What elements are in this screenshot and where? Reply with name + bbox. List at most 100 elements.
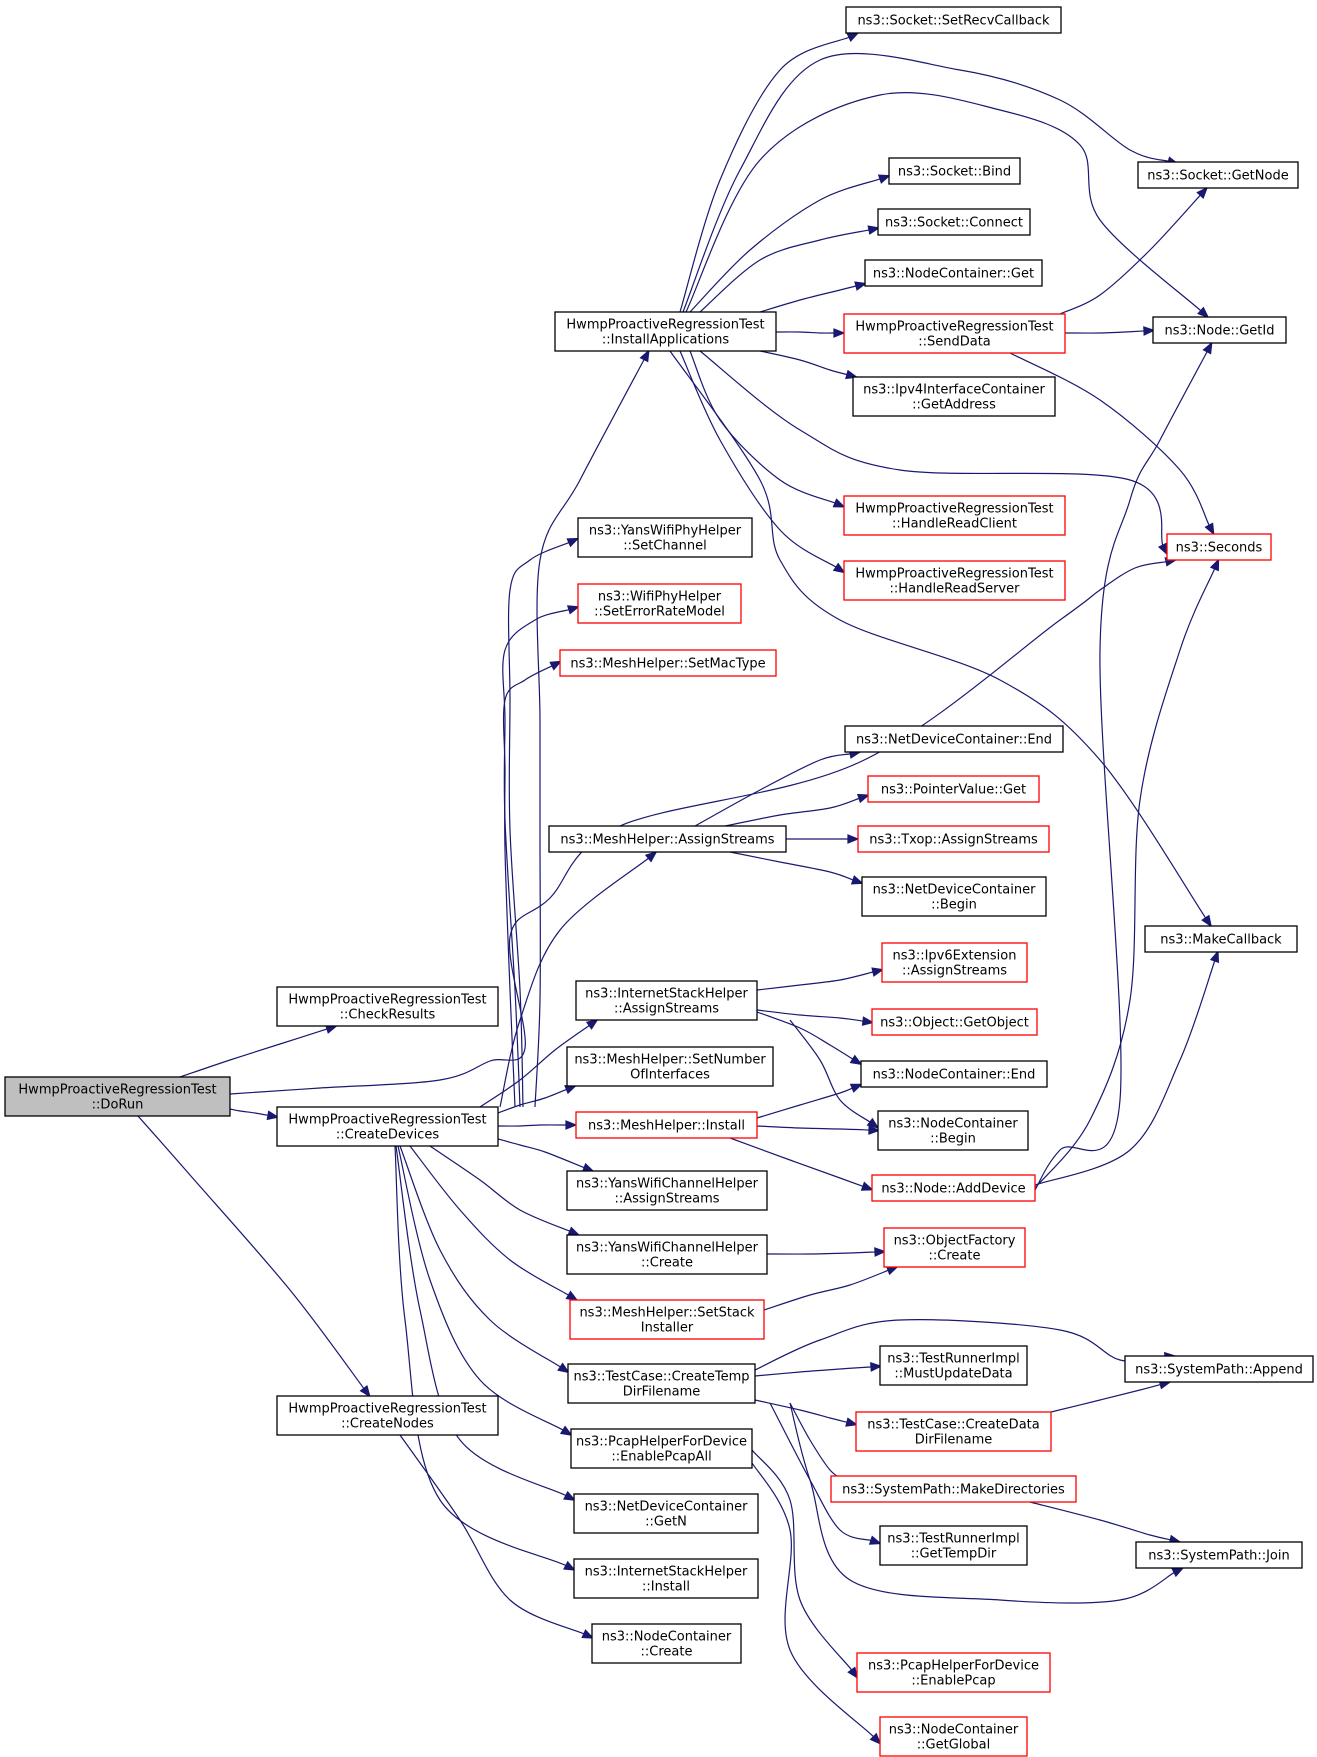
edge-line bbox=[679, 350, 838, 569]
edge-line bbox=[1064, 330, 1146, 334]
node-n14[interactable]: ns3::YansWifiChannelHelper::Create bbox=[566, 1234, 768, 1275]
node-n24[interactable]: ns3::Socket::Connect bbox=[877, 208, 1031, 236]
node-n30[interactable]: HwmpProactiveRegressionTest::HandleReadS… bbox=[843, 560, 1066, 601]
node-n1[interactable]: HwmpProactiveRegressionTest::CheckResult… bbox=[276, 986, 499, 1027]
edge-arrowhead bbox=[1202, 341, 1213, 355]
edge-line bbox=[766, 1251, 877, 1255]
edge-n2-n7 bbox=[502, 605, 581, 1108]
node-label: ns3::InternetStackHelper bbox=[585, 987, 748, 1002]
node-n23[interactable]: ns3::Socket::Bind bbox=[888, 157, 1021, 185]
node-label: ns3::YansWifiChannelHelper bbox=[576, 1177, 759, 1192]
node-n28[interactable]: ns3::Ipv4InterfaceContainer::GetAddress bbox=[852, 376, 1056, 417]
node-n10[interactable]: ns3::InternetStackHelper::AssignStreams bbox=[575, 980, 758, 1021]
node-n2[interactable]: HwmpProactiveRegressionTest::CreateDevic… bbox=[276, 1106, 499, 1147]
edge-n10-n37 bbox=[756, 1009, 875, 1026]
edge-line bbox=[497, 1138, 586, 1169]
node-n27[interactable]: ns3::Node::GetId bbox=[1152, 316, 1287, 344]
node-box bbox=[566, 1046, 774, 1087]
edge-n10-n39 bbox=[789, 1019, 880, 1129]
node-n41[interactable]: ns3::ObjectFactory::Create bbox=[883, 1227, 1026, 1268]
node-n18[interactable]: ns3::NetDeviceContainer::GetN bbox=[573, 1493, 759, 1534]
node-n29[interactable]: HwmpProactiveRegressionTest::HandleReadC… bbox=[843, 495, 1066, 536]
node-n45[interactable]: ns3::SystemPath::MakeDirectories bbox=[830, 1475, 1077, 1503]
node-n38[interactable]: ns3::NodeContainer::End bbox=[860, 1060, 1048, 1088]
edge-arrowhead bbox=[868, 1125, 881, 1135]
node-n25[interactable]: ns3::NodeContainer::Get bbox=[864, 259, 1043, 287]
node-n13[interactable]: ns3::YansWifiChannelHelper::AssignStream… bbox=[566, 1170, 768, 1211]
edge-line bbox=[775, 331, 836, 334]
node-box bbox=[867, 775, 1040, 803]
edge-n10-n36 bbox=[756, 967, 885, 991]
node-box bbox=[861, 876, 1047, 917]
node-label: ns3::Socket::SetRecvCallback bbox=[857, 14, 1050, 29]
edge-line bbox=[699, 229, 871, 313]
node-label: ::HandleReadServer bbox=[890, 582, 1021, 597]
edge-n10-n38 bbox=[756, 1011, 863, 1066]
node-label: ::HandleReadClient bbox=[892, 517, 1017, 532]
node-n33[interactable]: ns3::PointerValue::Get bbox=[867, 775, 1040, 803]
node-label: ns3::InternetStackHelper bbox=[585, 1565, 748, 1580]
edge-line bbox=[756, 1009, 865, 1022]
node-label: ::AssignStreams bbox=[614, 1002, 719, 1017]
node-n49[interactable]: ns3::NodeContainer::GetGlobal bbox=[879, 1716, 1028, 1757]
node-n19[interactable]: ns3::InternetStackHelper::Install bbox=[573, 1558, 759, 1599]
edge-arrowhead bbox=[866, 1117, 880, 1129]
node-n7[interactable]: ns3::WifiPhyHelper::SetErrorRateModel bbox=[577, 583, 742, 624]
node-n40[interactable]: ns3::Node::AddDevice bbox=[871, 1174, 1036, 1202]
edge-n2-n18 bbox=[395, 1145, 577, 1501]
node-n42[interactable]: ns3::SystemPath::Append bbox=[1124, 1355, 1314, 1383]
node-label: OfInterfaces bbox=[630, 1068, 710, 1083]
node-n46[interactable]: ns3::SystemPath::Join bbox=[1135, 1541, 1303, 1569]
node-box bbox=[879, 1525, 1028, 1566]
node-n21[interactable]: ns3::Socket::SetRecvCallback bbox=[845, 6, 1062, 34]
node-n43[interactable]: ns3::TestRunnerImpl::MustUpdateData bbox=[879, 1345, 1028, 1386]
node-n31[interactable]: ns3::MakeCallback bbox=[1144, 925, 1298, 953]
node-n37[interactable]: ns3::Object::GetObject bbox=[871, 1008, 1038, 1036]
node-label: HwmpProactiveRegressionTest bbox=[288, 993, 486, 1008]
node-label: ns3::Ipv4InterfaceContainer bbox=[863, 383, 1045, 398]
node-box bbox=[877, 1110, 1029, 1151]
node-n48[interactable]: ns3::PcapHelperForDevice::EnablePcap bbox=[856, 1652, 1051, 1693]
edge-n2-n6 bbox=[507, 537, 580, 1108]
node-box bbox=[591, 1623, 742, 1664]
node-box bbox=[881, 942, 1028, 983]
node-n22[interactable]: ns3::Socket::GetNode bbox=[1137, 161, 1299, 189]
node-n36[interactable]: ns3::Ipv6Extension::AssignStreams bbox=[881, 942, 1028, 983]
edge-line bbox=[229, 560, 1168, 1095]
edge-n16-n43 bbox=[754, 1362, 883, 1377]
edge-line bbox=[756, 971, 875, 991]
node-n17[interactable]: ns3::PcapHelperForDevice::EnablePcapAll bbox=[570, 1428, 753, 1469]
edge-n40-n4 bbox=[1034, 558, 1220, 1189]
node-n32[interactable]: ns3::NetDeviceContainer::End bbox=[844, 725, 1064, 753]
node-n26[interactable]: HwmpProactiveRegressionTest::SendData bbox=[843, 313, 1066, 354]
node-label: ::CheckResults bbox=[340, 1008, 436, 1023]
edge-arrowhead bbox=[867, 225, 881, 235]
node-n39[interactable]: ns3::NodeContainer::Begin bbox=[877, 1110, 1029, 1151]
edge-arrowhead bbox=[832, 562, 846, 574]
edge-line bbox=[409, 1145, 570, 1297]
node-n47[interactable]: ns3::TestRunnerImpl::GetTempDir bbox=[879, 1525, 1028, 1566]
node-n6[interactable]: ns3::YansWifiPhyHelper::SetChannel bbox=[577, 517, 753, 558]
node-box bbox=[888, 157, 1021, 185]
node-n4[interactable]: ns3::Seconds bbox=[1166, 533, 1272, 561]
edge-arrowhead bbox=[1171, 1567, 1185, 1578]
node-n34[interactable]: ns3::Txop::AssignStreams bbox=[857, 825, 1050, 853]
node-box bbox=[843, 495, 1066, 536]
node-n9[interactable]: ns3::MeshHelper::AssignStreams bbox=[548, 825, 787, 853]
node-n8[interactable]: ns3::MeshHelper::SetMacType bbox=[559, 649, 777, 677]
node-n3[interactable]: HwmpProactiveRegressionTest::CreateNodes bbox=[276, 1395, 499, 1436]
node-n35[interactable]: ns3::NetDeviceContainer::Begin bbox=[861, 876, 1047, 917]
node-n12[interactable]: ns3::MeshHelper::Install bbox=[575, 1111, 758, 1139]
edge-n5-n21 bbox=[679, 32, 860, 313]
edge-n16-n47 bbox=[769, 1402, 882, 1545]
node-n0[interactable]: HwmpProactiveRegressionTest::DoRun bbox=[4, 1076, 231, 1117]
node-n20[interactable]: ns3::NodeContainer::Create bbox=[591, 1623, 742, 1664]
edge-arrowhead bbox=[885, 1265, 899, 1276]
node-n5[interactable]: HwmpProactiveRegressionTest::InstallAppl… bbox=[554, 311, 777, 352]
edge-arrowhead bbox=[564, 1085, 578, 1095]
node-label: ns3::SystemPath::Append bbox=[1135, 1363, 1303, 1378]
